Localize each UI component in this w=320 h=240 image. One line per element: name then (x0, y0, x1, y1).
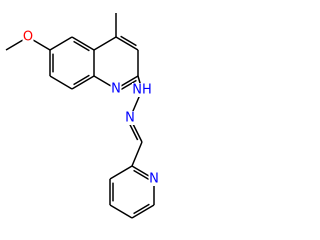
bond-ch-pyridine (131, 141, 143, 167)
atom-label-pyridine-nitrogen: N (149, 172, 159, 187)
bond-c5-c4a-double (73, 40, 90, 52)
bond-c6p-c5p-double (133, 203, 150, 215)
bond-c8a-c8 (71, 75, 95, 90)
atom-label-quinoline-nitrogen-background (110, 82, 122, 96)
atom-label-hydrazone-n: N (125, 111, 135, 126)
atom-label-hydrazone-nh-background (132, 83, 152, 97)
bond-c2p-n1p-double (133, 169, 150, 181)
atom-label-hydrazone-nh: NH (132, 83, 152, 98)
atom-label-hydrazone-n-background (124, 111, 136, 125)
bond-c6-c5 (49, 36, 73, 51)
bond-c4-c3 (115, 36, 139, 51)
atom-label-oxygen-background (22, 30, 34, 44)
atom-label-pyridine-nitrogen-background (148, 172, 160, 186)
bond-n-ch-double (128, 122, 139, 141)
bond-c6p-c5p (131, 204, 155, 219)
bond-c4-c3-double (120, 35, 137, 47)
bond-c4a-c4 (93, 36, 117, 51)
bond-c5p-c4p (109, 204, 133, 219)
bond-c8a-c8-double (73, 74, 90, 86)
bond-c8-c7 (49, 75, 73, 90)
bond-c5-c4a (71, 36, 95, 51)
atom-label-oxygen: O (23, 30, 33, 45)
bond-c2-n1-double (120, 79, 137, 91)
atom-label-quinoline-nitrogen: N (111, 82, 121, 97)
bond-c3p-c2p (109, 165, 133, 180)
